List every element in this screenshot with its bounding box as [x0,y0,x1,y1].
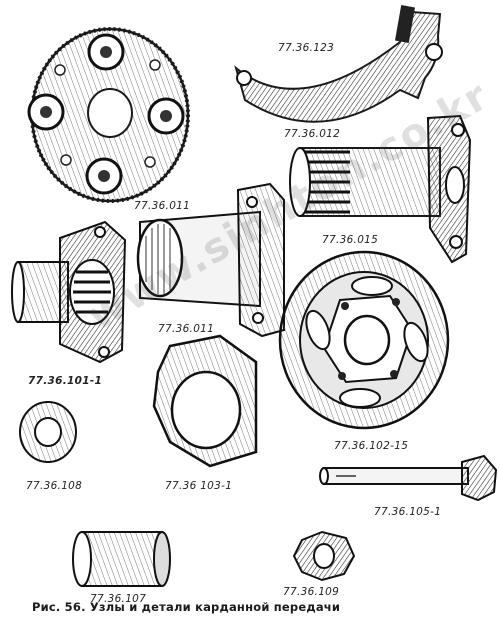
hex-nut-drawing [152,334,258,468]
spline-shaft-drawing [289,114,472,264]
part-label-disc: 77.36.011 [134,200,191,212]
flange-sleeve-drawing [11,220,127,364]
part-label-spline-shaft: 77.36.015 [322,234,379,246]
part-label-yoke-half: 77.36.012 [284,128,341,140]
part-label-nut: 77.36.109 [283,586,340,598]
yoke-half-drawing [234,5,443,123]
bolt-drawing [319,454,498,502]
bush-drawing [72,531,171,587]
wheel-drawing [278,250,450,430]
part-label-flex-coupling: 77.36.123 [278,42,335,54]
part-label-wheel: 77.36.102-15 [334,440,409,452]
ring-drawing [19,401,77,463]
cup-flange-drawing [136,182,285,338]
part-label-cup-flange: 77.36.011 [158,323,215,335]
part-label-ring: 77.36.108 [26,480,83,492]
part-label-flange-sleeve: 77.36.101-1 [28,375,103,387]
part-label-bush: 77.36.107 [90,593,147,605]
figure-caption: Рис. 56. Узлы и детали карданной передач… [32,600,341,614]
part-label-bolt: 77.36.105-1 [374,506,442,518]
part-label-hex-nut: 77.36 103-1 [165,480,233,492]
castle-nut-drawing [292,530,356,582]
flexible-coupling-drawing [27,27,190,203]
